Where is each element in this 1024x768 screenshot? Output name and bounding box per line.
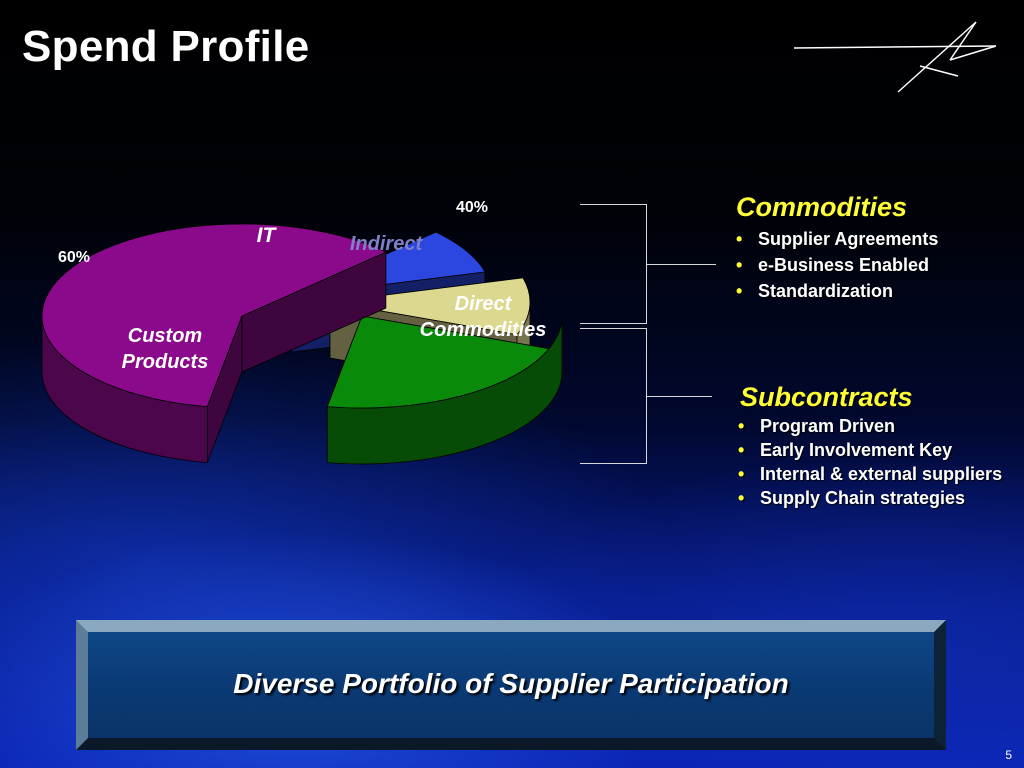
subcontracts-title: Subcontracts: [740, 382, 913, 412]
pie-slice-direct-commodities: [326, 315, 563, 465]
subcontracts-item-label: Early Involvement Key: [760, 440, 953, 460]
pie-label-it: IT: [257, 224, 278, 247]
commodities-item-label: e-Business Enabled: [758, 255, 930, 275]
commodities-list: •Supplier Agreements•e-Business Enabled•…: [736, 226, 1016, 304]
subcontracts-item: • Early Involvement Key: [738, 438, 1008, 462]
page-number: 5: [1005, 748, 1012, 762]
bullet-icon: •: [736, 229, 743, 249]
subcontracts-connector: [646, 396, 712, 397]
bullet-icon: •: [738, 440, 745, 460]
subcontracts-item: • Supply Chain strategies: [738, 486, 1008, 510]
subcontracts-item-label: Internal & external suppliers: [760, 464, 1003, 484]
pie-group-label: 40%: [456, 199, 488, 216]
commodities-item-label: Supplier Agreements: [758, 229, 939, 249]
subcontracts-bracket: [580, 328, 647, 464]
bullet-icon: •: [736, 255, 743, 275]
bullet-icon: •: [736, 281, 743, 301]
commodities-item: • e-Business Enabled: [736, 252, 1016, 278]
commodities-item-label: Standardization: [758, 281, 894, 301]
commodities-title: Commodities: [736, 192, 908, 222]
slide-title: Spend Profile: [22, 22, 310, 71]
subcontracts-item-label: Supply Chain strategies: [760, 488, 966, 508]
bullet-icon: •: [738, 416, 745, 436]
subcontracts-item: • Program Driven: [738, 414, 1008, 438]
commodities-item: • Standardization: [736, 278, 1016, 304]
commodities-bracket: [580, 204, 647, 324]
subcontracts-item-label: Program Driven: [760, 416, 896, 436]
subcontracts-list: • Program Driven • Early Involvement Key • In…: [738, 414, 1008, 510]
bullet-icon: •: [738, 488, 745, 508]
star-logo-icon: [793, 21, 997, 93]
pie-label-indirect: Indirect: [350, 233, 424, 255]
pie-group-label: 60%: [58, 249, 90, 266]
banner: Diverse Portfolio of Supplier Participat…: [76, 620, 946, 750]
banner-text: Diverse Portfolio of Supplier Participat…: [233, 668, 789, 699]
commodities-item: • Supplier Agreements: [736, 226, 1016, 252]
bullet-icon: •: [738, 464, 745, 484]
pie-slice-custom-products: [41, 223, 387, 464]
commodities-connector: [646, 264, 716, 265]
subcontracts-item: • Internal & external suppliers: [738, 462, 1008, 486]
